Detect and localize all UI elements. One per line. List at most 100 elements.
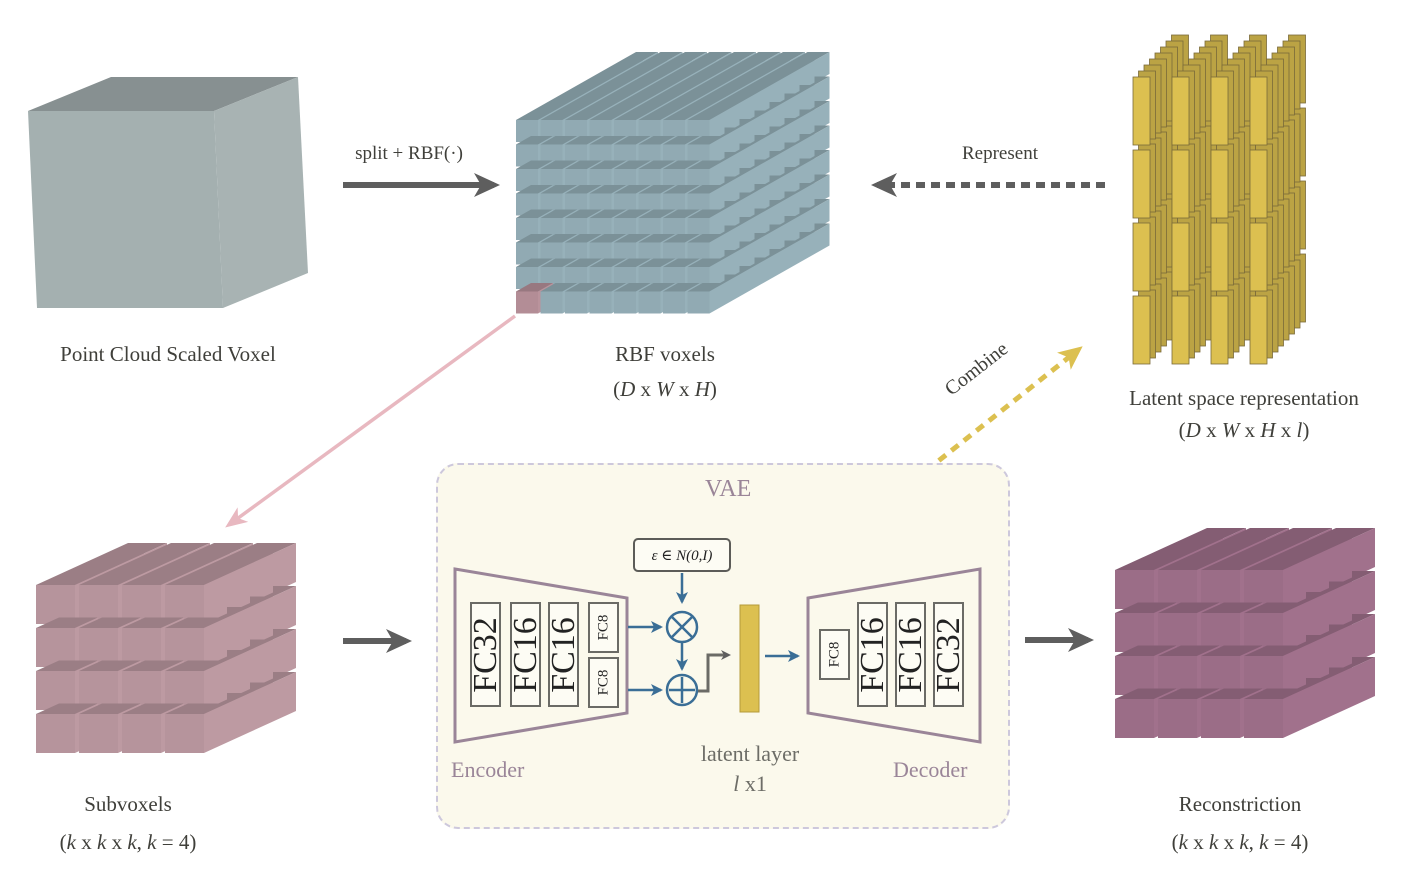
decoder-fc-layer: FC32 bbox=[930, 602, 967, 707]
voxel-side-face bbox=[724, 176, 740, 207]
voxel-top-face bbox=[638, 209, 676, 218]
voxel-top-face bbox=[516, 234, 553, 243]
voxel-top-face bbox=[125, 553, 187, 564]
voxel-side-face bbox=[754, 135, 770, 166]
voxel-side-face bbox=[739, 94, 755, 125]
voxel-top-face bbox=[713, 69, 751, 78]
voxel-side-face bbox=[784, 118, 800, 149]
voxel-side-face bbox=[814, 174, 830, 205]
cube-top-face bbox=[28, 77, 298, 111]
voxel-top-face bbox=[580, 103, 617, 112]
voxel-top-face bbox=[79, 660, 141, 671]
voxel-side-face bbox=[250, 596, 273, 646]
voxel-top-face bbox=[1290, 538, 1352, 549]
fc-label: FC16 bbox=[544, 616, 582, 693]
latent-block bbox=[1249, 222, 1268, 292]
voxel-top-face bbox=[589, 160, 627, 169]
voxel-top-face bbox=[659, 86, 696, 95]
cube-side-face bbox=[214, 77, 308, 308]
subvoxel-grid bbox=[36, 543, 296, 753]
encoder-fc-layer: FC16 bbox=[545, 602, 582, 707]
voxel-top-face bbox=[614, 234, 651, 243]
voxel-top-face bbox=[687, 209, 725, 218]
voxel-side-face bbox=[709, 283, 725, 314]
voxel-front-face bbox=[1115, 570, 1154, 609]
decoder-fc-layer: FC16 bbox=[892, 602, 929, 707]
voxel-top-face bbox=[614, 111, 651, 120]
voxel-top-face bbox=[630, 60, 668, 69]
voxel-top-face bbox=[723, 77, 760, 86]
voxel-top-face bbox=[663, 209, 700, 218]
voxel-front-face bbox=[1158, 656, 1197, 695]
voxel-top-face bbox=[565, 283, 602, 292]
voxel-front-face bbox=[1201, 570, 1240, 609]
voxel-top-face bbox=[687, 234, 725, 243]
voxel-side-face bbox=[784, 69, 800, 100]
voxel-top-face bbox=[188, 564, 250, 575]
voxel-top-face bbox=[168, 553, 230, 564]
voxel-front-face bbox=[1115, 699, 1154, 738]
voxel-side-face bbox=[739, 241, 755, 272]
voxel-top-face bbox=[1313, 528, 1375, 539]
voxel-side-face bbox=[250, 553, 273, 603]
voxel-top-face bbox=[122, 617, 184, 628]
latent-block bbox=[1249, 149, 1268, 219]
voxel-top-face bbox=[1115, 688, 1177, 699]
voxel-side-face bbox=[709, 209, 725, 240]
dim-h: H bbox=[694, 377, 710, 401]
voxel-front-face bbox=[1201, 699, 1240, 738]
voxel-side-face bbox=[724, 201, 740, 232]
voxel-top-face bbox=[629, 103, 666, 112]
voxel-top-face bbox=[165, 617, 227, 628]
fc-label: FC16 bbox=[506, 616, 544, 693]
voxel-front-face bbox=[79, 628, 118, 667]
voxel-top-face bbox=[614, 185, 651, 194]
voxel-front-face bbox=[165, 671, 204, 710]
decoder-label: Decoder bbox=[893, 757, 968, 782]
voxel-front-face bbox=[540, 291, 563, 314]
voxel-top-face bbox=[638, 111, 676, 120]
voxel-side-face bbox=[724, 127, 740, 158]
voxel-top-face bbox=[589, 234, 627, 243]
voxel-top-face bbox=[663, 136, 700, 145]
k-value: 4 bbox=[1290, 830, 1302, 854]
voxel-side-face bbox=[814, 52, 830, 83]
voxel-top-face bbox=[708, 86, 745, 95]
voxel-top-face bbox=[614, 258, 651, 267]
voxel-side-face bbox=[784, 142, 800, 173]
voxel-top-face bbox=[565, 234, 602, 243]
reconstruction-dims: (k x k x k, k = 4) bbox=[1171, 830, 1309, 854]
subvoxels-label: Subvoxels bbox=[84, 792, 172, 816]
voxel-front-face bbox=[614, 291, 636, 314]
voxel-top-face bbox=[743, 52, 781, 61]
decoder-fc-head: FC8 bbox=[819, 629, 850, 680]
voxel-top-face bbox=[614, 283, 651, 292]
paren-open: ( bbox=[613, 377, 621, 401]
voxel-side-face bbox=[1329, 581, 1352, 631]
voxel-top-face bbox=[649, 77, 687, 86]
voxel-top-face bbox=[1158, 559, 1220, 570]
voxel-side-face bbox=[739, 119, 755, 150]
voxel-top-face bbox=[687, 185, 725, 194]
fc-label: FC32 bbox=[929, 616, 967, 693]
voxel-side-face bbox=[204, 574, 227, 624]
latent-layer-dims: l x1 bbox=[680, 771, 820, 797]
voxel-top-face bbox=[674, 77, 711, 86]
dim-d: D bbox=[1185, 418, 1201, 442]
k-var: k bbox=[127, 830, 137, 854]
voxel-side-face bbox=[709, 160, 725, 191]
latent-block bbox=[1249, 76, 1268, 146]
voxel-top-face bbox=[1204, 538, 1266, 549]
voxel-front-face bbox=[638, 291, 661, 314]
voxel-top-face bbox=[753, 60, 790, 69]
voxel-top-face bbox=[1201, 645, 1263, 656]
k-var: k bbox=[1178, 830, 1188, 854]
voxel-side-face bbox=[709, 234, 725, 265]
voxel-top-face bbox=[145, 564, 207, 575]
voxel-side-face bbox=[1283, 645, 1306, 695]
voxel-top-face bbox=[165, 660, 227, 671]
dim-sep: x bbox=[1275, 418, 1297, 442]
voxel-top-face bbox=[664, 69, 702, 78]
voxel-side-face bbox=[769, 77, 785, 108]
voxel-top-face bbox=[600, 77, 638, 86]
